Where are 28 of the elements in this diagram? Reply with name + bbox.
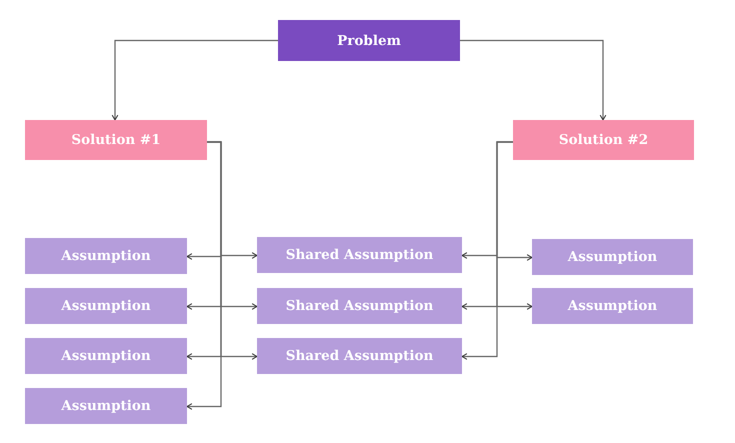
box-label: Solution #1 <box>71 132 161 148</box>
assumption-box <box>25 388 187 424</box>
assumption-box <box>257 338 462 374</box>
solution-box <box>25 120 207 160</box>
arrow <box>186 141 222 410</box>
box-label: Solution #2 <box>558 132 648 148</box>
box-label: Shared Assumption <box>286 247 434 263</box>
arrow <box>462 141 513 360</box>
problem-box <box>278 20 460 61</box>
assumption-box <box>25 338 187 374</box>
box-label: Assumption <box>61 248 151 264</box>
box-label: Assumption <box>568 298 658 314</box>
assumption-box <box>25 288 187 324</box>
box-label: Assumption <box>61 348 151 364</box>
assumption-box <box>257 288 462 324</box>
assumption-box <box>257 237 462 273</box>
arrow <box>112 40 278 120</box>
box-label: Shared Assumption <box>286 348 434 364</box>
arrow <box>460 40 606 120</box>
assumption-box <box>532 239 693 275</box>
assumption-box <box>532 288 693 324</box>
box-label: Assumption <box>568 249 658 265</box>
box-label: Assumption <box>61 298 151 314</box>
box-label: Problem <box>337 32 401 48</box>
box-label: Assumption <box>61 398 151 414</box>
assumption-box <box>25 238 187 274</box>
box-label: Shared Assumption <box>286 298 434 314</box>
solution-box <box>513 120 694 160</box>
